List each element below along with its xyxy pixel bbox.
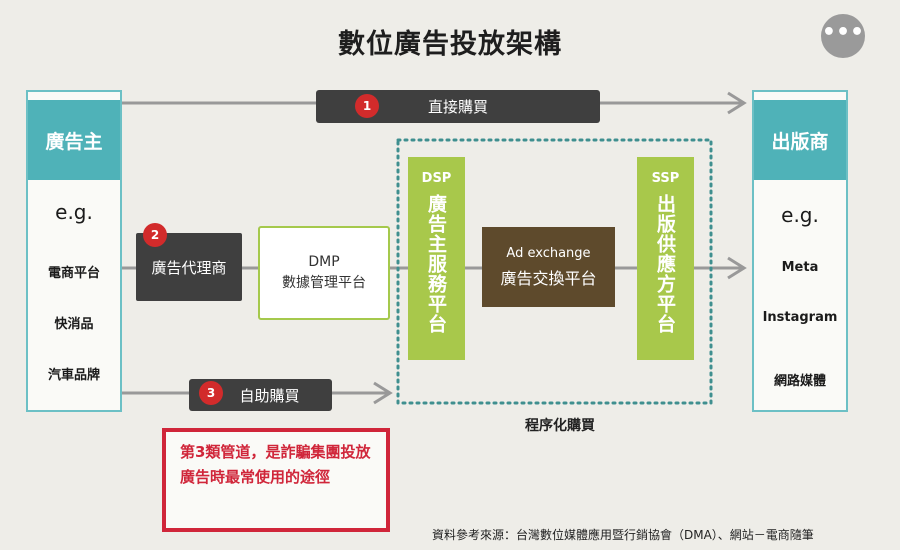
ad-exchange-box: Ad exchange 廣告交換平台 xyxy=(482,227,615,307)
programmatic-label: 程序化購買 xyxy=(525,418,595,434)
advertiser-item: 電商平台 xyxy=(47,266,100,281)
main-flow-arrowhead xyxy=(727,256,747,280)
advertiser-item: 快消品 xyxy=(54,317,94,332)
source-credit: 資料參考來源：台灣數位媒體應用暨行銷協會（DMA）、網站－電商隨筆 xyxy=(432,528,814,542)
publisher-item: 網路媒體 xyxy=(773,374,826,389)
direct-buy-number-badge: 1 xyxy=(355,94,379,118)
advertiser-header: 廣告主 xyxy=(28,100,120,180)
publisher-eg: e.g. xyxy=(781,203,819,227)
ssp-label: 出版供應方平台 xyxy=(654,194,676,334)
page-title: 數位廣告投放架構 xyxy=(338,29,562,60)
self-serve-arrowhead xyxy=(373,381,393,405)
dsp-tag: DSP xyxy=(421,171,452,186)
advertiser-item: 汽車品牌 xyxy=(47,368,100,383)
publisher-item: Meta xyxy=(781,260,819,275)
dsp-label: 廣告主服務平台 xyxy=(425,194,447,334)
ssp-column: SSP 出版供應方平台 xyxy=(637,157,694,360)
dsp-column: DSP 廣告主服務平台 xyxy=(408,157,465,360)
agency-label: 廣告代理商 xyxy=(151,258,227,277)
dmp-label: 數據管理平台 xyxy=(282,275,366,291)
dmp-abbr: DMP xyxy=(308,254,340,270)
direct-buy-arrowhead xyxy=(727,91,747,115)
ssp-tag: SSP xyxy=(651,171,680,186)
ad-exchange-title: Ad exchange xyxy=(506,245,591,261)
publisher-item: Instagram xyxy=(762,310,838,325)
programmatic-frame xyxy=(396,138,713,405)
advertiser-eg: e.g. xyxy=(55,200,93,224)
agency-number-badge: 2 xyxy=(143,223,167,247)
more-options-button[interactable]: ••• xyxy=(821,14,865,58)
warning-text: 第3類管道，是詐騙集團投放廣告時最常使用的途徑 xyxy=(180,443,371,486)
dmp-box: DMP 數據管理平台 xyxy=(258,226,390,320)
publisher-header: 出版商 xyxy=(754,100,846,180)
warning-box: 第3類管道，是詐騙集團投放廣告時最常使用的途徑 xyxy=(162,428,390,532)
ad-exchange-label: 廣告交換平台 xyxy=(500,268,597,288)
more-icon: ••• xyxy=(821,20,865,45)
self-serve-label: 自助購買 xyxy=(239,386,300,405)
direct-buy-label: 直接購買 xyxy=(427,98,488,116)
self-serve-number-badge: 3 xyxy=(199,381,223,405)
